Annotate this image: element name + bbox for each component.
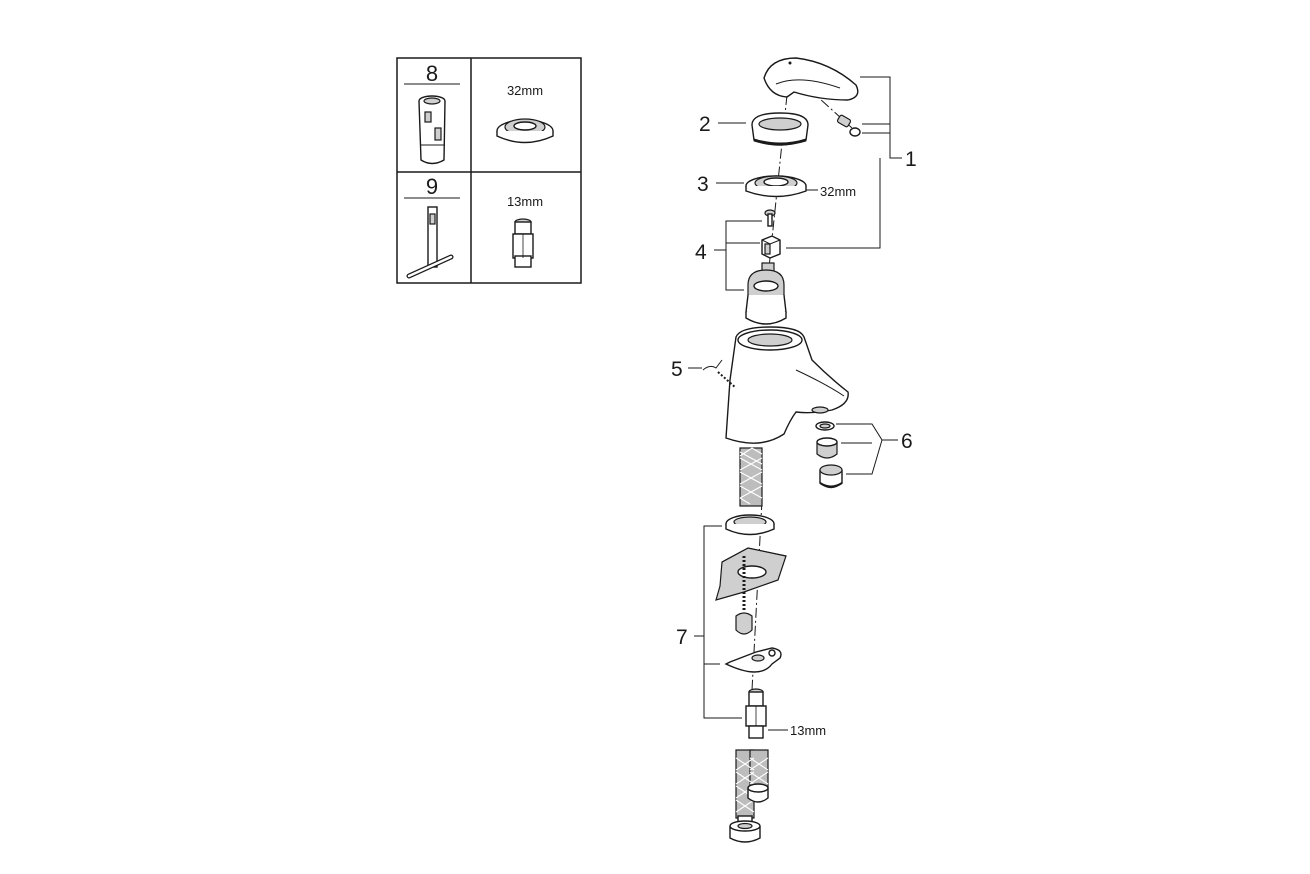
cartridge-body-icon [745, 262, 787, 325]
nut-32mm-icon [496, 118, 554, 144]
tool-9-size: 13mm [507, 194, 543, 209]
t-key-tool-icon [406, 206, 454, 279]
callout-3-label: 3 [697, 173, 709, 196]
callout-2-label: 2 [699, 113, 711, 136]
socket-wrench-icon [418, 95, 446, 165]
callout-7-label: 7 [676, 626, 688, 649]
tool-8-size: 32mm [507, 83, 543, 98]
supply-hoses [729, 749, 769, 843]
hex-nipple-13mm-icon [512, 218, 534, 268]
hose-nut-front-icon [729, 815, 761, 843]
cartridge-nut [745, 175, 807, 198]
faucet-body [725, 326, 849, 444]
callout-6-label: 6 [901, 430, 913, 453]
adapter-block-icon [761, 235, 781, 259]
flex-hose-upper [739, 447, 763, 507]
tool-8-number: 8 [426, 61, 438, 86]
threaded-stud-icon [745, 688, 767, 739]
lift-chain-icon [735, 556, 753, 635]
callout-1-label: 1 [905, 148, 917, 171]
mounting-bracket-icon [724, 647, 782, 673]
callout-7-size: 13mm [790, 723, 826, 738]
tool-row-8: 8 32mm [404, 61, 554, 165]
grub-screw-icon [836, 114, 861, 137]
aerator-insert-icon [816, 437, 838, 459]
aerator-housing-icon [819, 464, 843, 489]
mounting-set [715, 514, 787, 739]
callout-6-leader: 6 [836, 423, 913, 475]
callout-4-leader: 4 [695, 220, 762, 291]
cover-cap [751, 112, 809, 146]
cartridge [745, 209, 787, 325]
callout-3-size: 32mm [820, 184, 856, 199]
mounting-ring-icon [725, 514, 775, 536]
cartridge-screw-icon [764, 209, 776, 227]
tool-9-number: 9 [426, 174, 438, 199]
hose-nut-rear-icon [747, 783, 769, 803]
lift-rod [702, 359, 737, 389]
tools-table: 8 32mm 9 [396, 57, 582, 284]
lever-handle [763, 57, 861, 137]
callout-4-label: 4 [695, 241, 707, 264]
tool-row-9: 9 13mm [404, 174, 543, 279]
callout-1-leader: 1 [786, 76, 917, 249]
callout-5-label: 5 [671, 358, 683, 381]
countertop-section-icon [715, 547, 787, 601]
callout-7-leader: 7 [676, 525, 742, 719]
aerator-set [815, 421, 843, 489]
